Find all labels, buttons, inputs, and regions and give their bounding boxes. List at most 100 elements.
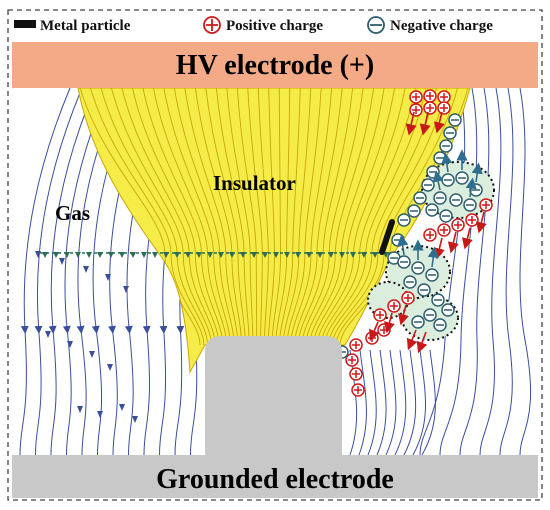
negative-charge <box>411 315 425 329</box>
equipotential-triangle <box>53 252 59 258</box>
insulator-line <box>301 88 364 346</box>
negative-drift-arrow <box>397 234 409 256</box>
equipotential-triangle <box>339 252 345 258</box>
insulator-line <box>309 88 385 346</box>
positive-charge <box>345 353 359 367</box>
positive-drift-arrow <box>475 211 487 234</box>
insulator-line <box>257 88 269 346</box>
legend-negative-charge: Negative charge <box>390 18 493 34</box>
positive-drift-arrow <box>447 231 459 254</box>
positive-charge <box>437 90 451 104</box>
equipotential-triangle <box>196 252 202 258</box>
positive-drift-arrow <box>398 304 409 326</box>
negative-charge <box>463 198 477 212</box>
negative-charge <box>411 261 425 275</box>
insulator-line <box>294 88 343 346</box>
insulator-label: Insulator <box>213 171 296 195</box>
negative-charge <box>433 318 447 332</box>
gas-line-left <box>19 87 71 456</box>
equipotential-triangle <box>75 252 81 258</box>
equipotential-triangle <box>130 252 136 258</box>
equipotential-triangle <box>251 252 257 258</box>
gas-line-corner <box>403 349 417 456</box>
equipotential-triangle <box>42 252 48 258</box>
grounded-electrode <box>12 336 538 498</box>
insulator-line <box>90 88 205 346</box>
negative-charge <box>433 151 447 165</box>
positive-drift-arrow <box>406 329 418 351</box>
negative-drift-arrow <box>432 170 444 191</box>
negative-charge <box>397 213 411 227</box>
equipotential-triangle <box>108 252 114 258</box>
positive-charge <box>373 308 387 322</box>
positive-charge <box>423 228 437 242</box>
insulator-line <box>194 88 243 346</box>
gas-line-corner <box>385 349 397 456</box>
positive-charge <box>423 101 437 115</box>
dashed-border <box>7 9 543 501</box>
gas-line-left <box>62 87 109 456</box>
equipotential-triangle <box>97 252 103 258</box>
gas-line-right <box>499 87 514 456</box>
equipotential-triangle <box>218 252 224 258</box>
insulator-line <box>226 88 254 346</box>
gas-label: Gas <box>55 201 90 225</box>
insulator-line <box>163 88 231 346</box>
field-arrow <box>59 258 65 265</box>
insulator-line <box>247 88 263 346</box>
equipotential-triangle <box>284 252 290 258</box>
gas-line-left <box>48 87 96 456</box>
positive-charge-icon <box>203 16 221 34</box>
insulator-line <box>328 88 437 346</box>
insulator-line <box>131 88 220 346</box>
gas-line-corner <box>376 349 387 456</box>
negative-charge <box>423 308 437 322</box>
positive-drift-arrow <box>419 111 431 136</box>
equipotential-triangle <box>295 252 301 258</box>
gas-line-corner <box>421 349 436 456</box>
legend-positive-charge: Positive charge <box>226 18 323 34</box>
field-arrow <box>97 411 103 418</box>
equipotential-triangle <box>86 252 92 258</box>
hv-electrode-label: HV electrode (+) <box>176 50 374 81</box>
field-arrow <box>123 286 129 293</box>
field-arrow <box>67 341 73 348</box>
gas-line-right <box>459 87 490 456</box>
insulator-line <box>271 88 281 346</box>
positive-charge <box>387 299 401 313</box>
equipotential-triangle <box>163 252 169 258</box>
equipotential-triangle <box>350 252 356 258</box>
negative-charge <box>441 303 455 317</box>
equipotential-triangle <box>328 252 334 258</box>
negative-drift-arrow <box>465 177 477 198</box>
positive-charge <box>409 90 423 104</box>
insulator-line <box>205 88 246 346</box>
equipotential-triangle <box>141 252 147 258</box>
insulator-line <box>324 88 427 346</box>
insulator-line <box>275 88 291 346</box>
gas-line-corner <box>358 349 367 456</box>
equipotential-triangle <box>64 252 70 258</box>
gas-line-corner <box>394 349 407 456</box>
equipotential-triangle <box>317 252 323 258</box>
gas-line-right <box>519 87 532 456</box>
negative-charge <box>441 173 455 187</box>
insulator-line <box>316 88 406 346</box>
positive-charge <box>437 101 451 115</box>
positive-charge <box>349 338 363 352</box>
field-arrow <box>35 251 41 258</box>
negative-charge <box>425 268 439 282</box>
insulator-field-lines <box>79 88 469 346</box>
gas-line-corner <box>412 349 426 456</box>
equipotential-triangle <box>372 252 378 258</box>
hv-electrode <box>12 42 538 88</box>
grounded-electrode-label: Grounded electrode <box>156 464 394 495</box>
insulator-line <box>320 88 417 346</box>
insulator-line <box>100 88 209 346</box>
positive-charge <box>351 383 365 397</box>
field-arrow <box>77 406 83 413</box>
negative-charge <box>397 255 411 269</box>
negative-drift-arrow <box>441 152 453 173</box>
